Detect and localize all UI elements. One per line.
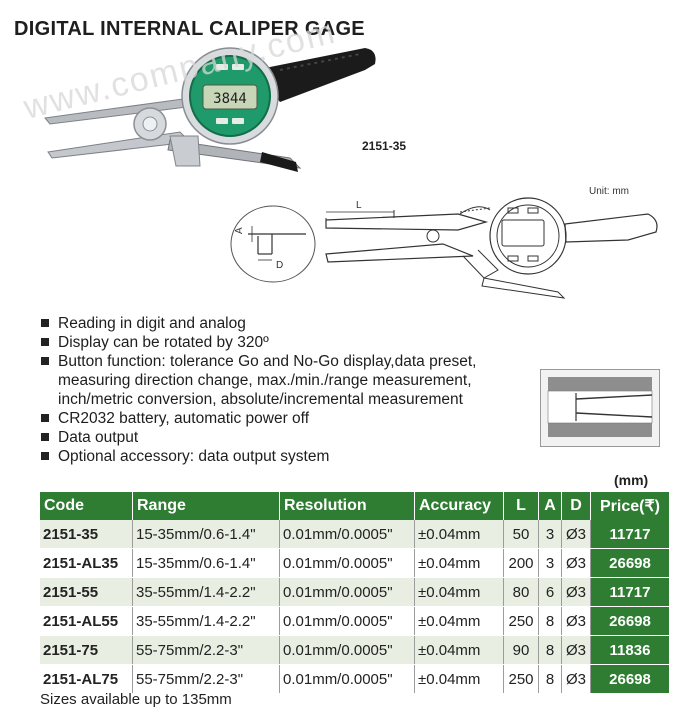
bullet-icon	[41, 433, 49, 441]
bullet-icon	[41, 357, 49, 365]
table-header-row: Code Range Resolution Accuracy L A D Pri…	[40, 492, 669, 520]
col-header-price: Price(₹)	[590, 492, 669, 520]
table-row: 2151-55 35-55mm/1.4-2.2" 0.01mm/0.0005" …	[40, 577, 669, 607]
bullet-icon	[41, 338, 49, 346]
col-header-d: D	[561, 492, 591, 520]
bullet-icon	[41, 319, 49, 327]
feature-item: Display can be rotated by 320º	[40, 333, 540, 352]
product-photo: 3844	[44, 47, 376, 172]
col-header-code: Code	[40, 492, 133, 520]
dim-l-label: L	[356, 200, 362, 211]
table-row: 2151-75 55-75mm/2.2-3" 0.01mm/0.0005" ±0…	[40, 635, 669, 665]
unit-label: Unit: mm	[589, 186, 629, 197]
feature-item-continued: measuring direction change, max./min./ra…	[58, 372, 472, 389]
measurement-inset-illustration	[540, 369, 660, 447]
dim-d-label: D	[276, 260, 283, 271]
table-unit: (mm)	[614, 472, 649, 488]
dim-a-label: A	[234, 227, 245, 234]
feature-list: Reading in digit and analog Display can …	[40, 314, 540, 466]
table-row: 2151-35 15-35mm/0.6-1.4" 0.01mm/0.0005" …	[40, 520, 669, 549]
feature-item: CR2032 battery, automatic power off	[40, 409, 540, 428]
feature-item-continued: inch/metric conversion, absolute/increme…	[58, 391, 463, 408]
page-title: DIGITAL INTERNAL CALIPER GAGE	[14, 18, 365, 40]
feature-item: Optional accessory: data output system	[40, 447, 540, 466]
feature-item: Data output	[40, 428, 540, 447]
col-header-range: Range	[132, 492, 280, 520]
bullet-icon	[41, 414, 49, 422]
col-header-a: A	[538, 492, 562, 520]
technical-drawing: A D L	[230, 197, 658, 299]
model-label: 2151-35	[362, 139, 407, 153]
table-row: 2151-AL75 55-75mm/2.2-3" 0.01mm/0.0005" …	[40, 664, 669, 694]
table-row: 2151-AL55 35-55mm/1.4-2.2" 0.01mm/0.0005…	[40, 606, 669, 636]
footnote: Sizes available up to 135mm	[40, 691, 232, 708]
bullet-icon	[41, 452, 49, 460]
feature-item: Reading in digit and analog	[40, 314, 540, 333]
gauge-reading: 3844	[213, 91, 247, 107]
col-header-resolution: Resolution	[279, 492, 415, 520]
col-header-l: L	[503, 492, 539, 520]
spec-table: Code Range Resolution Accuracy L A D Pri…	[40, 492, 669, 694]
table-row: 2151-AL35 15-35mm/0.6-1.4" 0.01mm/0.0005…	[40, 548, 669, 578]
col-header-accuracy: Accuracy	[414, 492, 504, 520]
feature-item: Button function: tolerance Go and No-Go …	[40, 352, 540, 371]
